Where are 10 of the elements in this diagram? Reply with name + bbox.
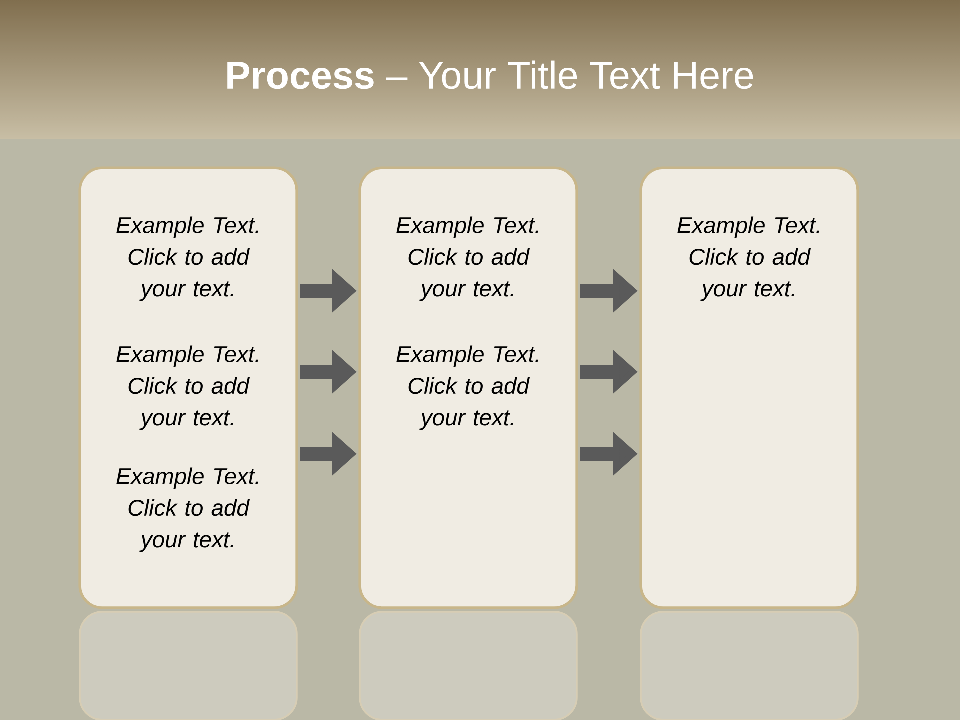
example-text: Example Text. Click to add your text. [116, 346, 258, 430]
text-panel [78, 166, 298, 610]
example-text: Example Text. Click to add your text. [678, 216, 820, 302]
example-text: Example Text. Click to add your text. [116, 216, 258, 302]
example-text: Example Text. Click to add your text. [396, 216, 538, 302]
example-text: Example Text. Click to add your text. [396, 346, 538, 430]
text-panel [358, 166, 578, 610]
title: Process – Your Title Text Here [228, 60, 754, 90]
text-panel [640, 166, 860, 610]
example-text: Example Text. Click to add your text. [116, 468, 258, 552]
